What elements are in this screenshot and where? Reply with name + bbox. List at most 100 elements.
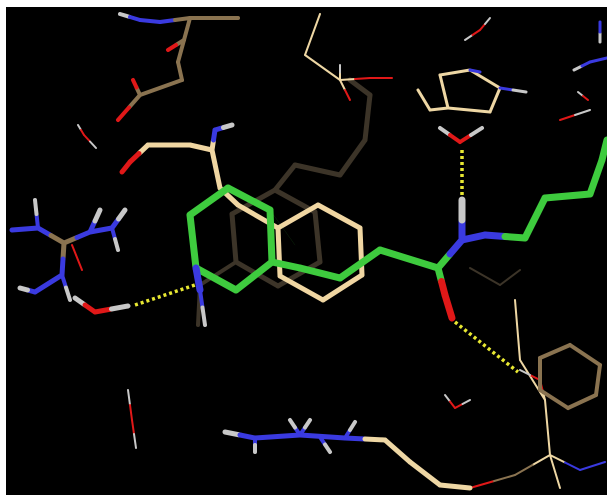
green-ring-sub-bond-1 — [269, 209, 296, 246]
green-chain-bond-1 — [268, 258, 304, 272]
beige-chain-b-bond-4 — [119, 159, 133, 175]
res-top-mid-bond-1 — [304, 13, 321, 56]
water-5-bond-1-half-1 — [464, 34, 474, 41]
res-bottom-bond-5 — [382, 437, 413, 465]
res-right-d-bond-2-half-2 — [469, 480, 494, 489]
green-tail-end-bond-1 — [598, 136, 607, 164]
res-right-bond-4 — [549, 454, 561, 489]
res-top-left-d-bond-1 — [138, 78, 184, 97]
res-top-mid-b-bond-1-half-1 — [339, 78, 356, 81]
hydroxyl-top-bond-2-half-1 — [458, 133, 473, 144]
green-ring-bond-1 — [224, 184, 274, 214]
green-ring-bond-6 — [186, 184, 232, 219]
res-arg-bond-1-half-2 — [48, 233, 67, 246]
beige-ring-bond-4 — [320, 272, 365, 303]
ligand-beige — [119, 122, 365, 303]
brown-ring-bond-2 — [568, 343, 602, 367]
dark-chain-bond-1 — [272, 162, 298, 193]
res-arg-f-bond-2-half-2 — [116, 207, 128, 222]
res-bottom-d-bond-1-half-2 — [303, 418, 312, 430]
res-bottom-bond-1-half-2 — [237, 432, 258, 441]
res-bottom-c-bond-1-half-2 — [288, 418, 297, 430]
imidazole-tail-bond-2 — [416, 88, 432, 112]
beige-ring-bond-1 — [275, 202, 321, 231]
green-n-h-bond-1-half-1 — [198, 288, 205, 310]
dark-right-bond-1 — [469, 267, 501, 286]
res-top-left-c-bond-1-half-2 — [166, 43, 178, 52]
dark-right-bond-2 — [499, 269, 521, 286]
water-4-bond-2-half-1 — [454, 403, 464, 409]
dark-ring-bond-6 — [229, 211, 239, 265]
res-arg-bond-1-half-1 — [35, 225, 54, 238]
imidazole-bond-1 — [438, 68, 472, 77]
res-top-left-bond-3-half-1 — [158, 18, 177, 24]
green-amide-bond-2 — [458, 231, 489, 244]
res-top-left-d-bond-2-half-1 — [127, 93, 142, 110]
water-1-bond-2-half-2 — [89, 140, 97, 149]
dark-tail-bond-1 — [198, 260, 238, 287]
res-right-bond-1 — [514, 299, 521, 361]
green-ring-bond-3 — [232, 258, 276, 294]
background-residues-dark — [196, 77, 521, 327]
water-3-bond-1-half-2 — [129, 404, 133, 421]
hydroxyl-top-bond-2-half-2 — [469, 126, 484, 137]
res-top-mid-bond-2 — [304, 54, 341, 81]
res-arg-b-bond-1-half-2 — [59, 256, 66, 278]
water-7-bond-1-half-2 — [574, 109, 591, 116]
hydroxyl-top-bond-1-half-1 — [438, 126, 452, 137]
green-tail-bond-2 — [521, 194, 549, 242]
res-right-d-bond-2-half-1 — [491, 474, 516, 483]
beige-ring-bond-5 — [277, 273, 326, 303]
res-top-left-bond-3-half-2 — [173, 16, 192, 22]
res-right-bond-3 — [544, 399, 551, 456]
imidazole-bond-3 — [488, 86, 502, 114]
imidazole-n-bond-1 — [468, 68, 482, 74]
res-arg-e-bond-1-half-1 — [34, 212, 40, 230]
brown-ring-bond-1 — [538, 343, 572, 360]
res-bottom-bond-7 — [437, 482, 473, 491]
green-tail-bond-4 — [586, 156, 606, 198]
res-top-right-bond-2 — [588, 56, 607, 64]
water-left-bond-2-half-1 — [92, 306, 114, 315]
res-bottom-f-bond-1-half-2 — [323, 442, 332, 454]
molecular-viewer[interactable] — [6, 7, 607, 495]
water-7-bond-1-half-1 — [559, 114, 576, 121]
water-2-bond-1 — [71, 244, 83, 271]
ligand-green — [186, 136, 607, 327]
res-top-left-b-bond-1 — [182, 16, 192, 42]
hydroxyl-top-bond-1-half-2 — [448, 133, 462, 144]
water-5-bond-1-half-2 — [471, 29, 481, 36]
res-right-bond-2 — [519, 359, 546, 401]
imidazole-n2-bond-1-half-1 — [498, 86, 515, 92]
res-top-left-d-bond-2-half-2 — [116, 105, 131, 122]
res-bottom-e-bond-1-half-2 — [348, 420, 357, 432]
water-6-bond-1-half-2 — [582, 95, 589, 101]
res-bottom-bond-4-half-1 — [342, 435, 368, 442]
water-5-bond-2-half-1 — [479, 23, 486, 31]
res-top-left-b-bond-2 — [176, 38, 186, 64]
green-ring-bond-4 — [192, 264, 240, 294]
water-left-bond-2-half-2 — [109, 303, 131, 312]
molecule-scene[interactable] — [6, 7, 607, 495]
hbond-left — [134, 283, 196, 307]
protein-residues — [9, 12, 607, 491]
res-right-b-bond-2-half-2 — [519, 369, 531, 376]
hydrogen-bonds — [134, 150, 520, 374]
dark-chain-bond-3 — [337, 137, 368, 178]
res-top-left-b-bond-3 — [176, 60, 184, 82]
green-n-bond-1 — [192, 264, 204, 294]
res-arg-d-bond-1 — [9, 225, 41, 233]
green-ring-bond-5 — [186, 211, 200, 272]
green-n-h-bond-1-half-2 — [200, 305, 207, 327]
res-arg-c-bond-1-half-2 — [64, 285, 72, 302]
water-1-bond-2-half-1 — [83, 134, 91, 143]
dark-ring-bond-4 — [275, 259, 323, 289]
water-3-bond-1-half-1 — [127, 389, 131, 406]
res-bottom-bond-1-half-1 — [222, 429, 243, 438]
res-right-d-bond-1-half-1 — [531, 454, 551, 466]
res-top-left-bond-2 — [138, 18, 162, 24]
res-bottom-bond-2 — [252, 432, 303, 441]
res-top-mid-bond-3-half-1 — [339, 79, 346, 91]
res-top-mid-b-bond-1-half-2 — [354, 77, 371, 80]
imidazole-n2-bond-1-half-2 — [511, 88, 528, 94]
